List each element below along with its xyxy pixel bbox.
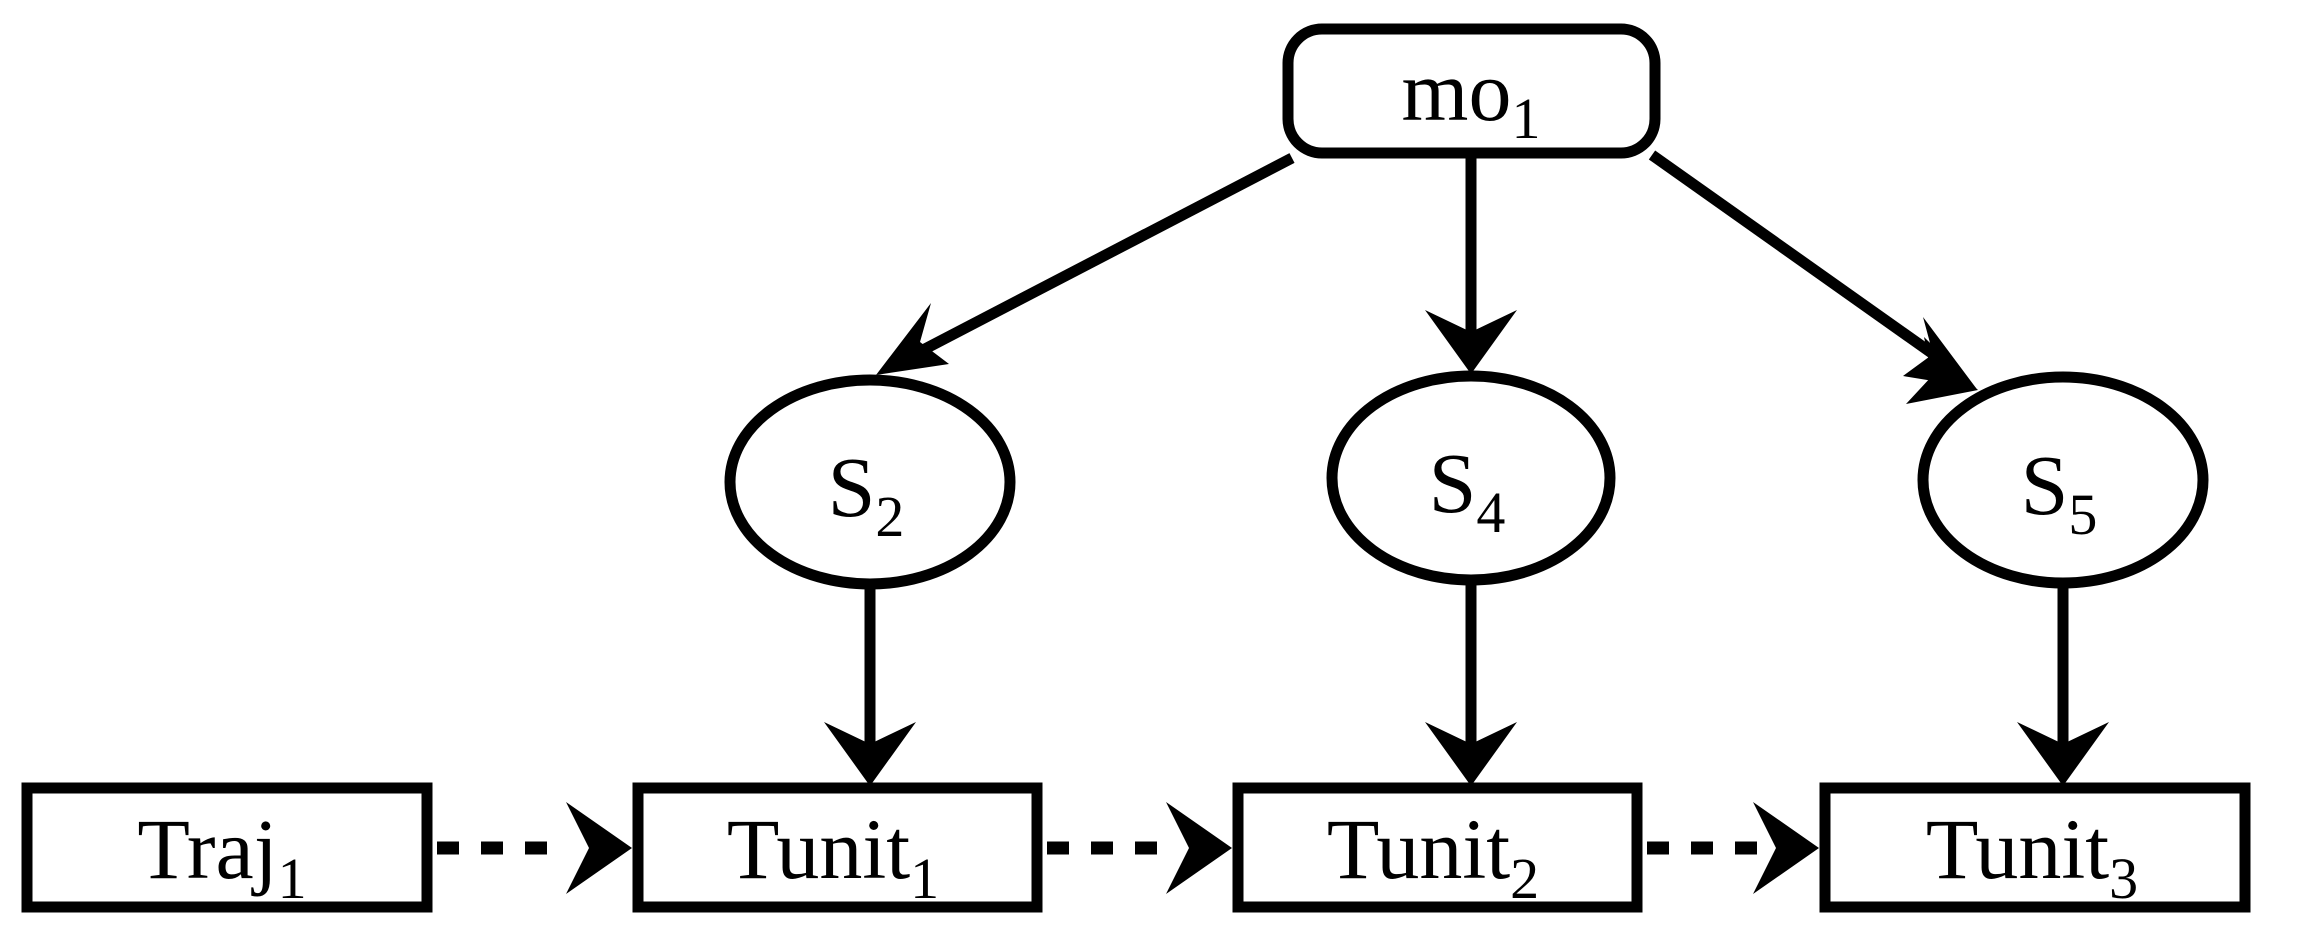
node-layer: mo1 S2 S4 S5: [21, 23, 2251, 913]
edge-mo1-to-s5: [1648, 150, 1978, 404]
node-s2-label: S2: [828, 439, 905, 549]
edge-traj1-to-tunit1: [437, 802, 632, 894]
edge-tunit2-to-tunit3: [1647, 802, 1819, 894]
node-s2-shape[interactable]: [724, 374, 1016, 590]
node-s5-shape[interactable]: [1917, 371, 2209, 589]
node-s4[interactable]: S4: [1326, 370, 1616, 586]
node-s5-label: S5: [2021, 437, 2098, 547]
node-tunit1-label: Tunit1: [727, 801, 939, 911]
edge-s2-to-tunit1: [824, 589, 916, 786]
node-s2[interactable]: S2: [724, 374, 1016, 590]
edge-s4-to-tunit2: [1425, 585, 1517, 786]
node-tunit2[interactable]: Tunit2: [1232, 782, 1643, 913]
node-mo1-label: mo1: [1402, 43, 1541, 151]
edge-mo1-to-s4: [1425, 158, 1517, 374]
node-mo1[interactable]: mo1: [1282, 23, 1661, 159]
node-tunit2-shape[interactable]: [1232, 782, 1643, 913]
node-tunit2-label: Tunit2: [1327, 801, 1539, 911]
node-tunit1-shape[interactable]: [632, 782, 1043, 913]
edge-tunit1-to-tunit2: [1047, 802, 1232, 894]
node-tunit3-label: Tunit3: [1926, 801, 2138, 911]
edge-mo1-to-s2: [876, 153, 1295, 375]
node-traj1-label: Traj1: [137, 801, 306, 911]
node-tunit1[interactable]: Tunit1: [632, 782, 1043, 913]
node-s5[interactable]: S5: [1917, 371, 2209, 589]
edge-layer: [437, 150, 2109, 894]
node-mo1-shape[interactable]: [1282, 23, 1661, 159]
node-traj1-shape[interactable]: [21, 782, 433, 913]
node-tunit3-shape[interactable]: [1819, 782, 2251, 913]
node-s4-shape[interactable]: [1326, 370, 1616, 586]
node-traj1[interactable]: Traj1: [21, 782, 433, 913]
node-tunit3[interactable]: Tunit3: [1819, 782, 2251, 913]
edge-s5-to-tunit3: [2017, 588, 2109, 786]
node-s4-label: S4: [1429, 435, 1506, 545]
